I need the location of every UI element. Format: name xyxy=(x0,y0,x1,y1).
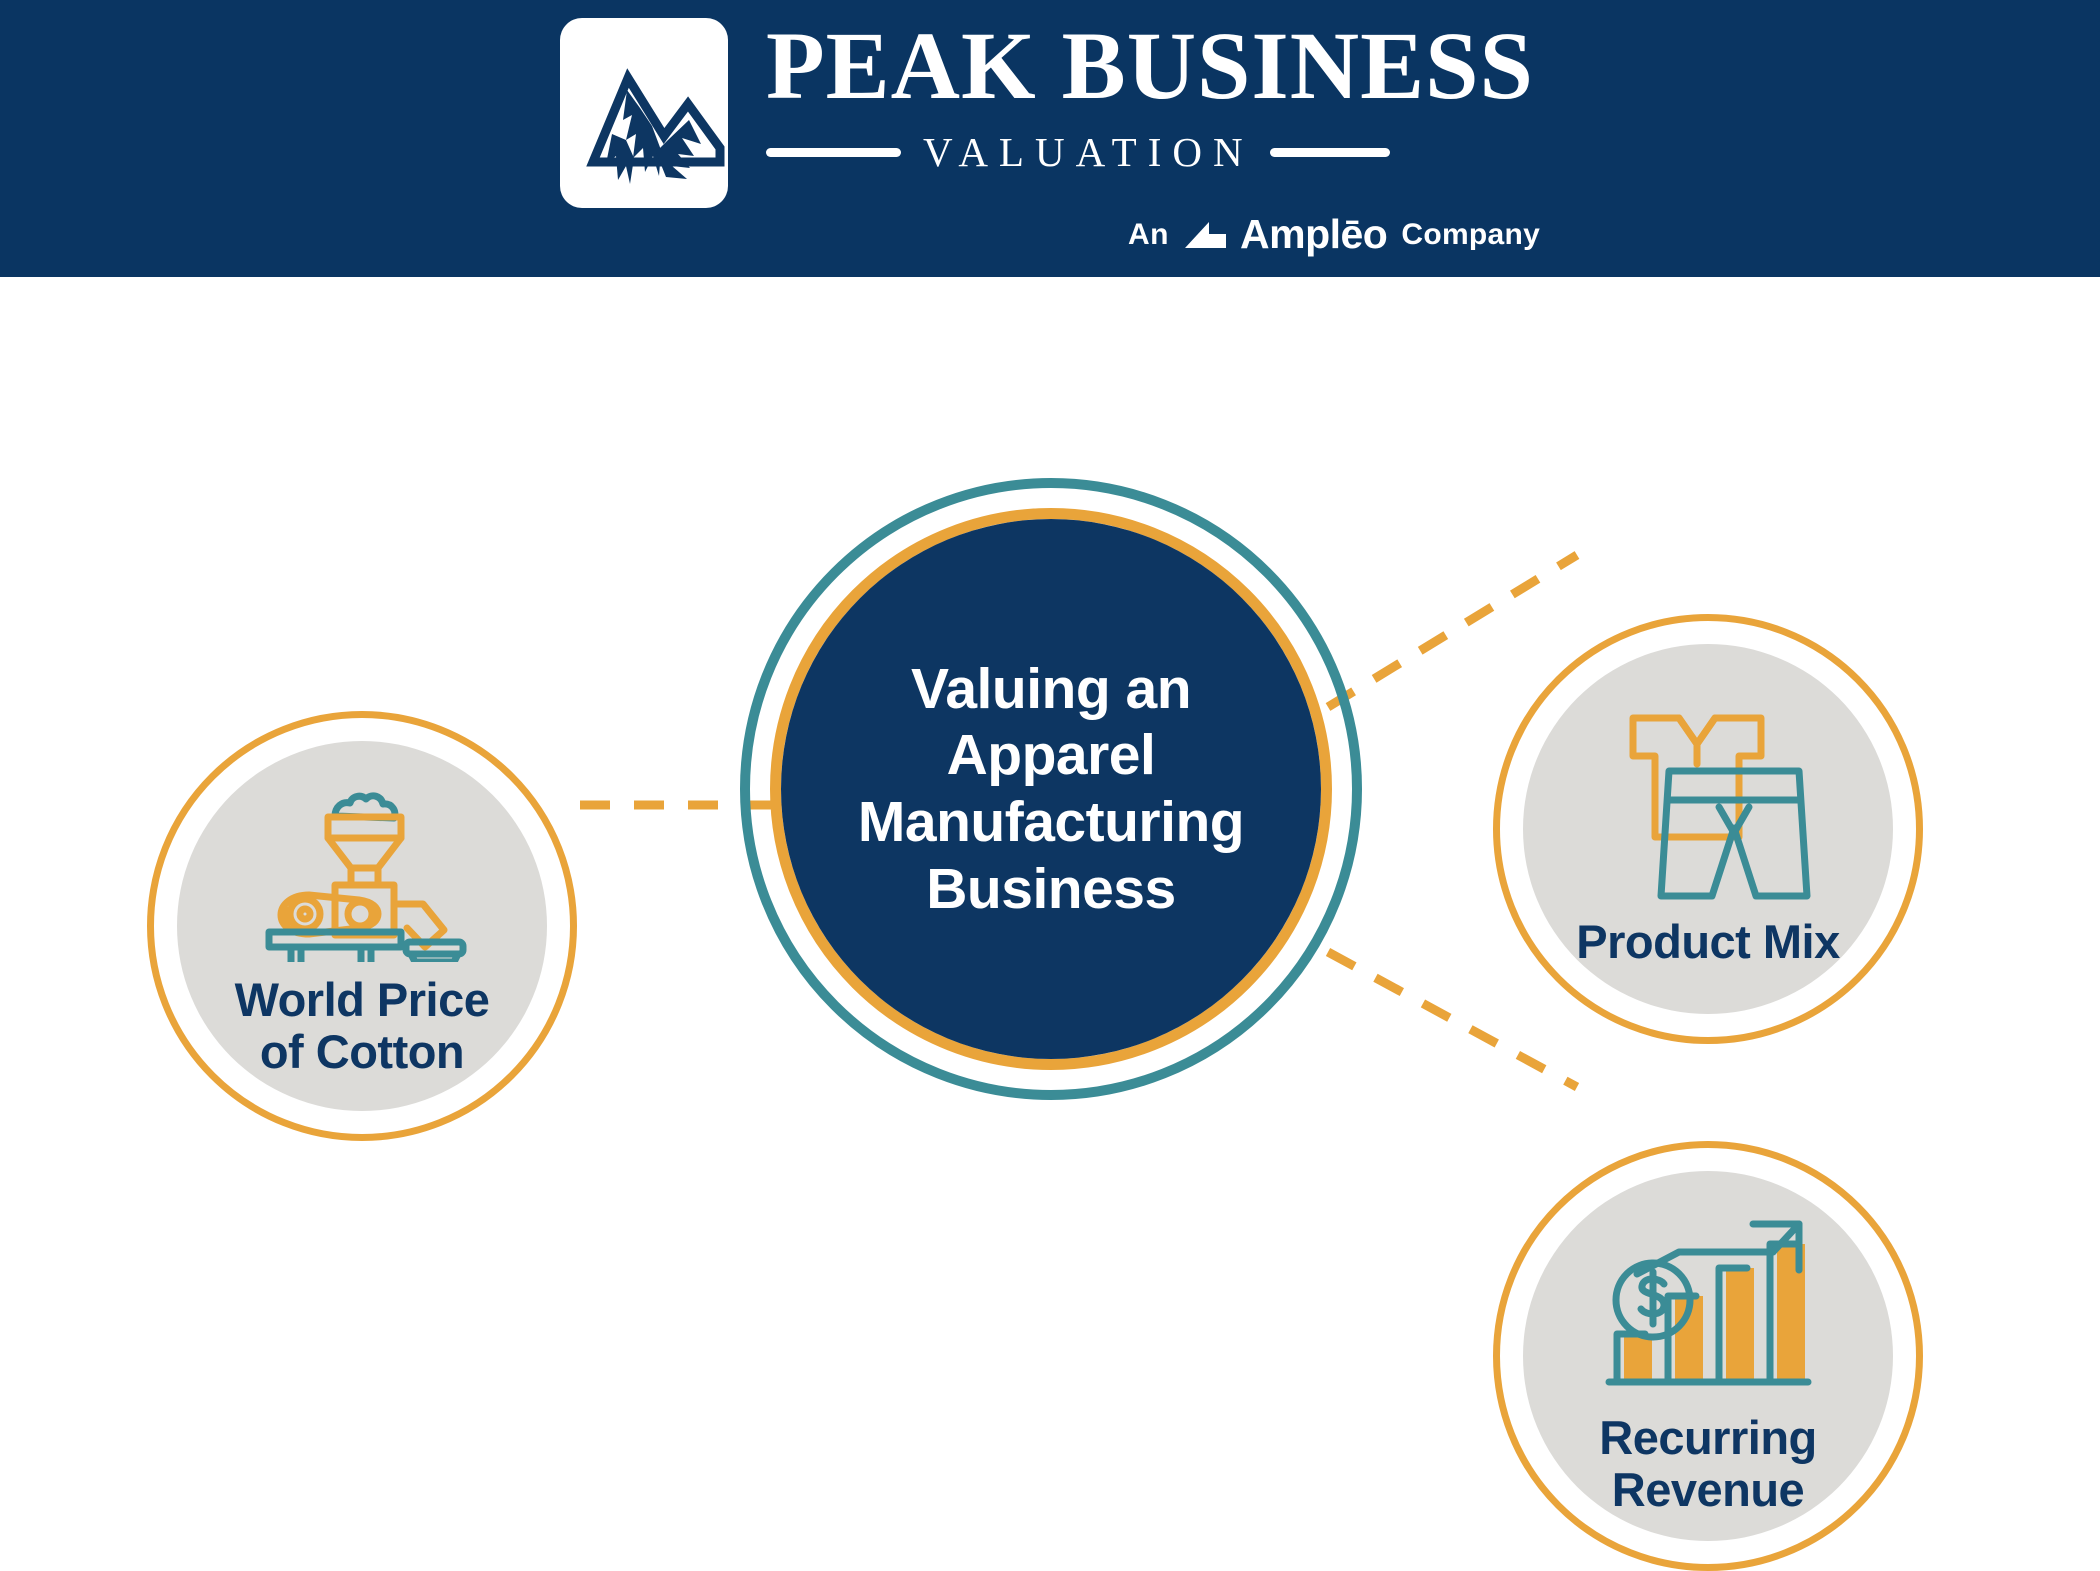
node-label-product-mix: Product Mix xyxy=(1576,915,1840,969)
connector-recurring-revenue xyxy=(1325,948,1580,1091)
tagline-prefix: An xyxy=(1128,217,1169,251)
node-inner-disc: Product Mix xyxy=(1523,644,1893,1014)
ampleo-tagline: An Amplēo Company xyxy=(1128,211,1540,258)
node-recurring-revenue[interactable]: Recurring Revenue xyxy=(1493,1141,1923,1571)
diagram-canvas: Valuing an Apparel Manufacturing Busines… xyxy=(0,277,2100,1571)
connector-lines xyxy=(580,551,1580,1091)
node-label-world-price-of-cotton: World Price of Cotton xyxy=(234,973,490,1078)
connector-product-mix xyxy=(1325,551,1580,711)
center-outer-ring xyxy=(740,478,1362,1100)
brand-name: PEAK BUSINESS xyxy=(766,12,1534,119)
center-inner-ring xyxy=(770,508,1332,1070)
growth-chart-dollar-icon xyxy=(1601,1212,1816,1402)
center-title: Valuing an Apparel Manufacturing Busines… xyxy=(857,656,1245,921)
tshirt-and-shorts-icon xyxy=(1601,710,1816,910)
mountain-peak-icon xyxy=(560,18,728,208)
ampleo-mark-icon xyxy=(1183,218,1229,252)
cotton-gin-icon xyxy=(247,782,477,963)
node-inner-disc: Recurring Revenue xyxy=(1523,1171,1893,1541)
brand-lockup: PEAK BUSINESS VALUATION xyxy=(560,18,1534,208)
node-inner-disc: World Price of Cotton xyxy=(177,741,547,1111)
wordmark: PEAK BUSINESS VALUATION xyxy=(766,18,1534,176)
rule-left xyxy=(766,147,901,157)
node-label-recurring-revenue: Recurring Revenue xyxy=(1599,1411,1817,1516)
tagline-suffix: Company xyxy=(1401,217,1541,251)
brand-header: PEAK BUSINESS VALUATION An Amplēo Compan… xyxy=(0,0,2100,277)
center-disc: Valuing an Apparel Manufacturing Busines… xyxy=(781,519,1321,1059)
center-node: Valuing an Apparel Manufacturing Busines… xyxy=(740,478,1362,1100)
node-product-mix[interactable]: Product Mix xyxy=(1493,614,1923,1044)
node-world-price-of-cotton[interactable]: World Price of Cotton xyxy=(147,711,577,1141)
brand-sub-row: VALUATION xyxy=(766,128,1534,176)
rule-right xyxy=(1269,147,1390,157)
tagline-brand: Amplēo xyxy=(1240,211,1388,257)
brand-subtitle: VALUATION xyxy=(923,129,1254,175)
logo-tile xyxy=(560,18,728,208)
